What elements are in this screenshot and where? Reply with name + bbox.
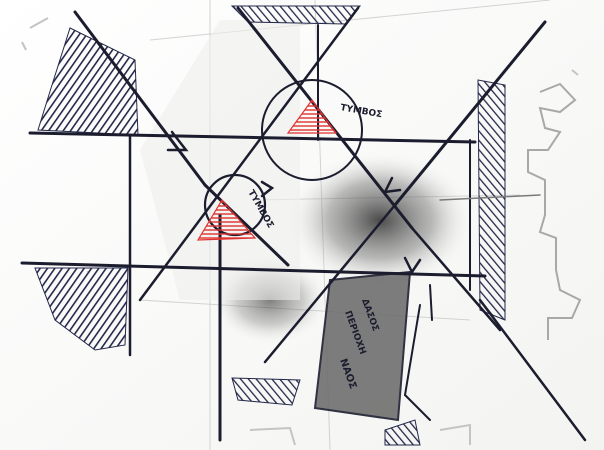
hatched-mass-right-strip [478,80,505,320]
hatched-mass-top [232,6,360,24]
